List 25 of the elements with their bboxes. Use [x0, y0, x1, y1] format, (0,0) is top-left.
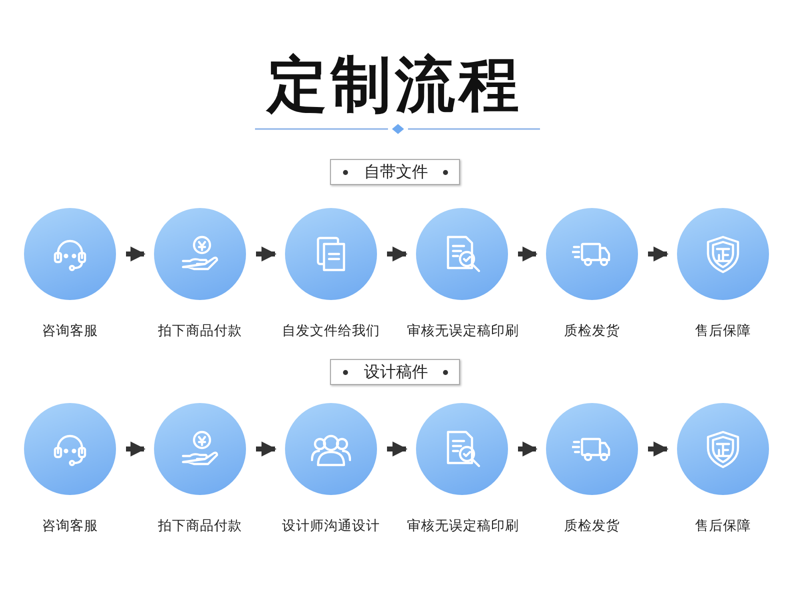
step-caption: 质检发货 — [564, 517, 620, 535]
title: 定制流程 — [267, 50, 523, 120]
step-caption: 设计师沟通设计 — [282, 517, 380, 535]
step-caption: 审核无误定稿印刷 — [407, 517, 519, 535]
step-caption: 售后保障 — [695, 517, 751, 535]
arrow — [648, 442, 668, 456]
step-caption: 审核无误定稿印刷 — [407, 322, 519, 340]
step-caption: 质检发货 — [564, 322, 620, 340]
step-caption: 咨询客服 — [42, 322, 98, 340]
arrow — [256, 246, 276, 262]
arrow — [387, 246, 408, 262]
step-caption: 拍下商品付款 — [158, 517, 242, 535]
arrow — [518, 246, 538, 262]
step-caption: 售后保障 — [695, 322, 751, 340]
arrow — [126, 246, 146, 262]
arrow — [648, 246, 668, 262]
section-heading: 自带文件 — [364, 162, 428, 182]
step-caption: 自发文件给我们 — [282, 322, 380, 340]
step-caption: 拍下商品付款 — [158, 322, 242, 340]
arrow — [387, 442, 408, 456]
section-heading: 设计稿件 — [364, 362, 428, 382]
arrow — [126, 442, 146, 456]
step-caption: 咨询客服 — [42, 517, 98, 535]
arrow — [256, 442, 276, 456]
arrow — [518, 442, 538, 456]
